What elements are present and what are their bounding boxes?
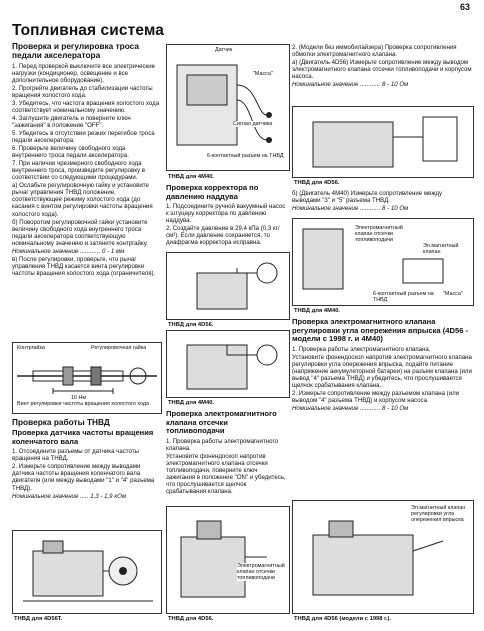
step-7a: а) Ослабьте регулировочную гайку и устан… (12, 182, 153, 218)
label-angle-valve: Эл.магнитный клапан регулировки угла опе… (411, 505, 469, 523)
step-7c: в) После регулировки, проверьте, что рыч… (12, 255, 156, 277)
angle-step-2: Установите фонендоскоп напротив электром… (292, 353, 472, 389)
figure-resistance-4m40: Электромагнитный клапан отсечки топливоп… (292, 218, 474, 306)
label-massa: "Масса" (253, 71, 273, 77)
resistance-intro: 2. (Модели без иммобилайзера) Проверка с… (292, 44, 457, 59)
step-1: 1. Перед проверкой выключите все электри… (12, 62, 156, 84)
label-magnet: Эл.магнитный клапан (423, 243, 469, 255)
step-7b: б) Поворотом регулировочной гайки устано… (12, 218, 148, 247)
page-number: 63 (459, 2, 470, 12)
label-datchik: Датчик (215, 47, 233, 53)
figure-cable: Контргайка Регулировочная гайка 10 Нм Ви… (12, 342, 162, 414)
heading-sensor: Проверка датчика частоты вращения коленч… (12, 428, 154, 446)
column-2-corrector: Проверка корректора по давлению наддува … (166, 183, 288, 247)
step-4: 4. Заглушите двигатель и поверните ключ … (12, 114, 131, 129)
sensor-step-2: 2. Измерьте сопротивление между выводами… (12, 463, 155, 492)
label-dimension: 10 Нм (71, 395, 87, 401)
caption-angle: ТНВД для 4D56 (модели с 1998 г.). (294, 616, 392, 622)
label-valve: Электромагнитный клапан отсечки топливоп… (237, 563, 287, 581)
valve-step-2: Установите фонендоскоп напротив электром… (166, 452, 286, 495)
column-1-lower: Проверка работы ТНВД Проверка датчика ча… (12, 417, 160, 501)
figure-valve-4d56: Электромагнитный клапан отсечки топливоп… (166, 506, 290, 614)
heading-corrector: Проверка корректора по давлению наддува (166, 183, 259, 201)
figure-corrector-4d56 (166, 252, 290, 320)
column-3-angle: Проверка электромагнитного клапана регул… (292, 317, 472, 413)
column-2-valve: Проверка электромагнитного клапана отсеч… (166, 409, 288, 496)
caption-4d56-bottom: ТНВД для 4D56. (168, 616, 214, 622)
resistance-nominal-b: Номинальное значение ............ 8 - 10… (292, 205, 409, 213)
resistance-4d56: а) (Двигатель 4D56) Измерьте сопротивлен… (292, 59, 472, 81)
angle-pump (312, 520, 444, 596)
caption-4d56-mid: ТНВД для 4D56. (168, 322, 214, 328)
figure-tnvd-4d56t (12, 530, 162, 614)
step-6: 6. Проверьте величину свободного хода вн… (12, 145, 129, 160)
corrector-step-2: 2. Создайте давление в 29,4 кПа (0,3 кг/… (166, 225, 280, 247)
meter-4m40 (302, 228, 444, 290)
column-1: Проверка и регулировка троса педали аксе… (12, 41, 160, 278)
label-reg-gaika: Регулировочная гайка (91, 345, 157, 351)
valve-drawing (180, 520, 267, 598)
caption-4d56t: ТНВД для 4D56Т. (14, 616, 63, 622)
caption-res-4m40: ТНВД для 4М40. (294, 308, 341, 314)
meter-4d56 (312, 116, 458, 168)
caption-4m40-mid: ТНВД для 4М40. (168, 400, 215, 406)
pump-vacuum (196, 262, 278, 310)
column-3-top: 2. (Модели без иммобилайзера) Проверка с… (292, 44, 472, 89)
column-3-b: б) (Двигатель 4М40) Измерьте сопротивлен… (292, 190, 472, 213)
angle-step-3: 2. Измерьте сопротивление между разъемом… (292, 389, 460, 404)
figure-sensor-4m40: Датчик "Масса" Сигнал датчика 6-контактн… (166, 44, 290, 171)
label-massa-2: "Масса" (443, 291, 463, 297)
page-title: Топливная система (12, 22, 164, 39)
pump-drawing (23, 540, 153, 602)
step-2: 2. Прогрейте двигатель до стабилизации ч… (12, 84, 153, 99)
caption-4m40-top: ТНВД для 4М40. (168, 174, 215, 180)
resistance-nominal-a: Номинальное значение ............ 8 - 10… (292, 81, 409, 89)
sensor-step-1: 1. Отсоедините разъемы от датчика частот… (12, 448, 139, 463)
heading-cable: Проверка и регулировка троса педали аксе… (12, 41, 139, 61)
label-valve-2: Электромагнитный клапан отсечки топливоп… (355, 225, 405, 243)
angle-step-1: 1. Проверка работы электромагнитного кла… (292, 345, 431, 353)
header-bar: 63 (0, 0, 484, 18)
figure-corrector-4m40 (166, 330, 290, 398)
valve-step-1: 1. Проверка работы электромагнитного кла… (166, 437, 278, 452)
label-vint: Винт регулировки частоты вращения холост… (17, 401, 157, 407)
figure-resistance-4d56 (292, 106, 474, 178)
figure-angle-4d56: Эл.магнитный клапан регулировки угла опе… (292, 500, 474, 614)
sensor-nominal: Номинальное значение ..... 1,3 - 1,9 кОм (12, 492, 127, 500)
cable-diagram (17, 366, 157, 394)
label-razem: 6-контактный разъем на ТНВД (207, 153, 287, 159)
label-razem-2: 6-контактный разъем на ТНВД (373, 291, 443, 303)
pump-vacuum-2 (186, 344, 278, 390)
sensor-wiring (176, 64, 272, 146)
step-7: 7. При наличии чрезмерного свободного хо… (12, 160, 145, 182)
step-5: 5. Убедитесь в отсутствии резких перегиб… (12, 130, 155, 145)
angle-nominal: Номинальное значение ............ 8 - 10… (292, 404, 409, 412)
resistance-4m40: б) (Двигатель 4М40) Измерьте сопротивлен… (292, 190, 443, 205)
step-3: 3. Убедитесь, что частота вращения холос… (12, 99, 160, 114)
label-signal: Сигнал датчика (233, 121, 285, 127)
label-kontrgaika: Контргайка (17, 345, 45, 351)
corrector-step-1: 1. Подсоедините ручной вакуумный насос к… (166, 203, 286, 225)
heading-tnvd: Проверка работы ТНВД (12, 417, 110, 427)
heading-angle: Проверка электромагнитного клапана регул… (292, 317, 469, 343)
caption-res-4d56: ТНВД для 4D56. (294, 180, 340, 186)
heading-valve: Проверка электромагнитного клапана отсеч… (166, 409, 277, 435)
nominal-value: Номинальное значение ............ 0 - 1 … (12, 247, 125, 255)
